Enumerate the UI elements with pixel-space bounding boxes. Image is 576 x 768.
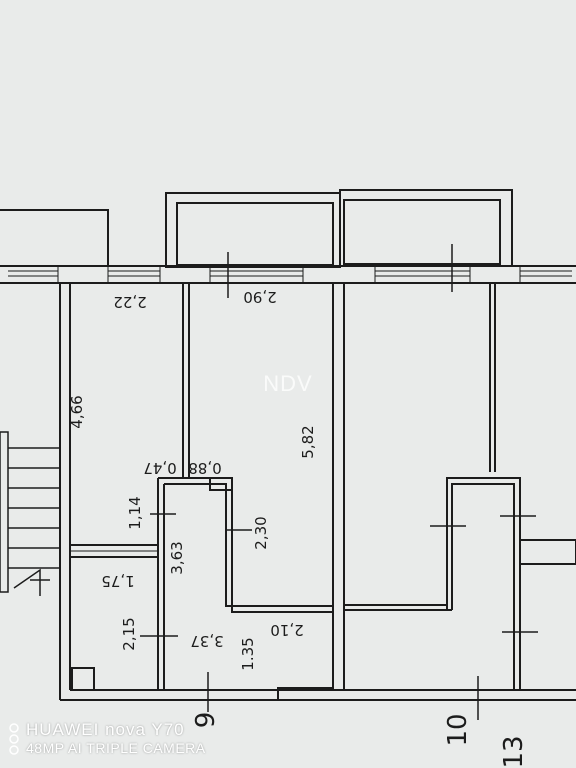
balcony-left [165,192,341,268]
dim-2-30: 2,30 [252,516,270,549]
camera-spec-text: 48MP AI TRIPLE CAMERA [26,740,206,756]
dim-2-10: 2,10 [270,621,303,639]
windows [8,265,572,284]
balcony-left-inner [176,202,334,266]
dim-2-90: 2,90 [243,288,276,306]
axis-label-10: 10 [443,713,473,746]
axis-label-9: 9 [191,712,221,729]
tick-marks [140,244,538,720]
dim-3-37: 3,37 [190,632,223,650]
dim-2-22: 2,22 [113,293,146,311]
stairs [0,431,60,596]
axis-label-13: 13 [499,735,529,768]
upper-left-block [0,209,109,266]
dim-0-47: 0,47 [143,459,176,477]
balcony-right [339,189,513,267]
dim-1-75: 1,75 [101,572,134,590]
dim-3-63: 3,63 [168,541,186,574]
camera-model-text: HUAWEI nova Y70 [26,720,185,739]
bathroom-left [158,477,333,613]
dim-1-35: 1.35 [239,637,257,670]
dim-2-15: 2,15 [120,617,138,650]
balcony-right-inner [343,199,501,265]
dim-0-88: 0,88 [188,459,221,477]
dim-1-14: 1,14 [126,496,144,529]
dim-4-66: 4,66 [68,395,86,428]
dim-5-82: 5,82 [299,425,317,458]
camera-lens-icon [9,723,19,755]
bathroom-right [446,477,521,690]
watermark-text: NDV [263,371,312,396]
